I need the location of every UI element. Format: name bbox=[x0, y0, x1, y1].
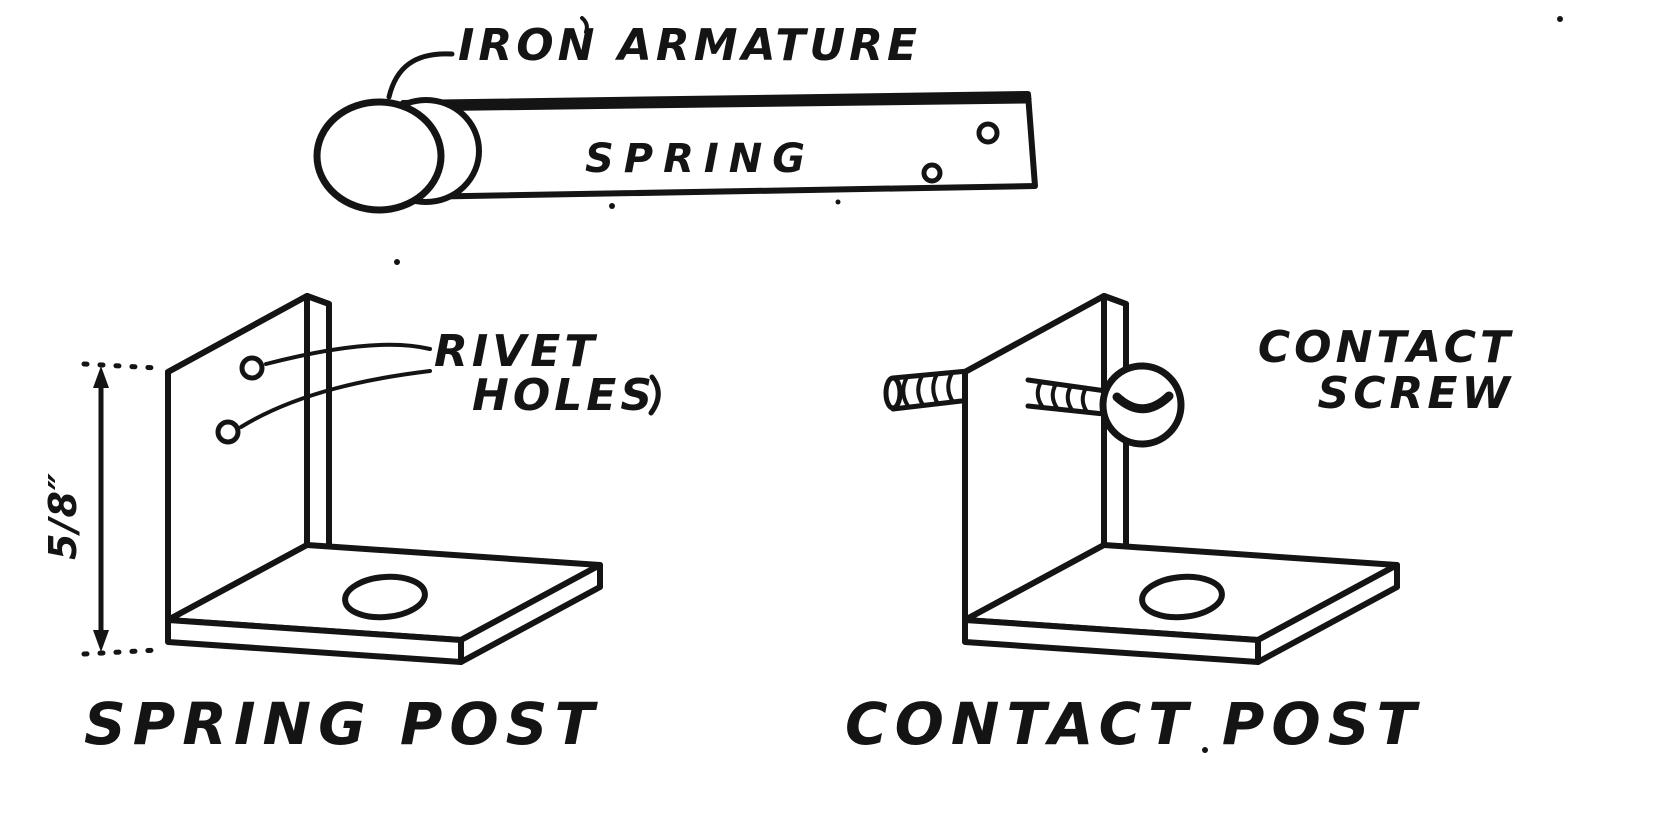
dimension-extension-bottom bbox=[81, 647, 161, 657]
spring-post-caption: SPRING POST bbox=[84, 690, 601, 758]
spring-post-base-hole bbox=[342, 573, 428, 621]
dimension-text: 5/8″ bbox=[41, 472, 85, 560]
rivet-holes-stray-paren bbox=[648, 374, 661, 416]
contact-post-flange-end bbox=[1255, 562, 1400, 665]
ink-speck bbox=[394, 259, 400, 265]
screw-shank-thread-2 bbox=[1050, 382, 1059, 410]
screw-tip-thread-1 bbox=[901, 375, 910, 408]
spring-label: SPRING bbox=[585, 136, 815, 182]
rivet-hole-upper bbox=[239, 355, 265, 381]
contact-post-caption: CONTACT POST bbox=[845, 690, 1423, 758]
screw-tip-bottom-edge bbox=[890, 397, 973, 412]
contact-screw-front bbox=[1025, 362, 1185, 448]
armature-loop-front bbox=[313, 98, 445, 214]
contact-screw-tip bbox=[883, 368, 973, 412]
screw-shank-thread-4 bbox=[1080, 386, 1089, 414]
screw-shank-thread-1 bbox=[1035, 380, 1044, 408]
armature-figure: IRON ARMATURE SPRING bbox=[313, 20, 1038, 214]
contact-screw-label-line1: CONTACT bbox=[1258, 322, 1514, 373]
screw-tip-end bbox=[883, 375, 903, 411]
ink-speck bbox=[609, 203, 615, 209]
rivet-holes-leader-lower bbox=[239, 369, 432, 429]
contact-post-figure: CONTACT SCREW CONTACT POST bbox=[845, 293, 1514, 758]
dimension-arrow-up bbox=[93, 366, 109, 388]
ink-speck bbox=[835, 199, 841, 205]
rivet-holes-label-line1: RIVET bbox=[434, 326, 598, 377]
dimension-arrow-down bbox=[93, 630, 109, 652]
screw-tip-thread-2 bbox=[916, 374, 925, 407]
screw-head-slot bbox=[1112, 391, 1174, 414]
ink-specks bbox=[394, 16, 1563, 753]
ink-tick bbox=[580, 16, 589, 34]
armature-label: IRON ARMATURE bbox=[458, 20, 921, 71]
contact-screw-label-line2: SCREW bbox=[1318, 368, 1514, 419]
screw-shank-thread-3 bbox=[1065, 384, 1074, 412]
ink-speck bbox=[1202, 747, 1208, 753]
contact-post-base-hole bbox=[1139, 573, 1225, 621]
rivet-hole-lower bbox=[215, 419, 241, 445]
strip-hole-upper bbox=[976, 121, 1000, 145]
screw-tip-thread-4 bbox=[946, 371, 955, 404]
dimension-5-8: 5/8″ bbox=[41, 361, 161, 657]
spring-post-flange-end bbox=[458, 562, 603, 665]
spring-post-figure: 5/8″ RIVET HOLES SPRING POST bbox=[41, 293, 661, 758]
spring-strip-top-edge bbox=[402, 94, 1032, 112]
dimension-extension-top bbox=[81, 361, 161, 371]
screw-tip-top-edge bbox=[890, 368, 971, 381]
rivet-holes-label-line2: HOLES bbox=[472, 370, 656, 421]
ink-speck bbox=[1557, 16, 1563, 22]
spring-post-plate-side-edge bbox=[304, 293, 332, 555]
armature-leader-line bbox=[386, 51, 455, 100]
strip-hole-lower bbox=[921, 162, 943, 184]
rivet-holes-leader-upper bbox=[264, 342, 432, 366]
screw-tip-thread-3 bbox=[931, 372, 940, 406]
